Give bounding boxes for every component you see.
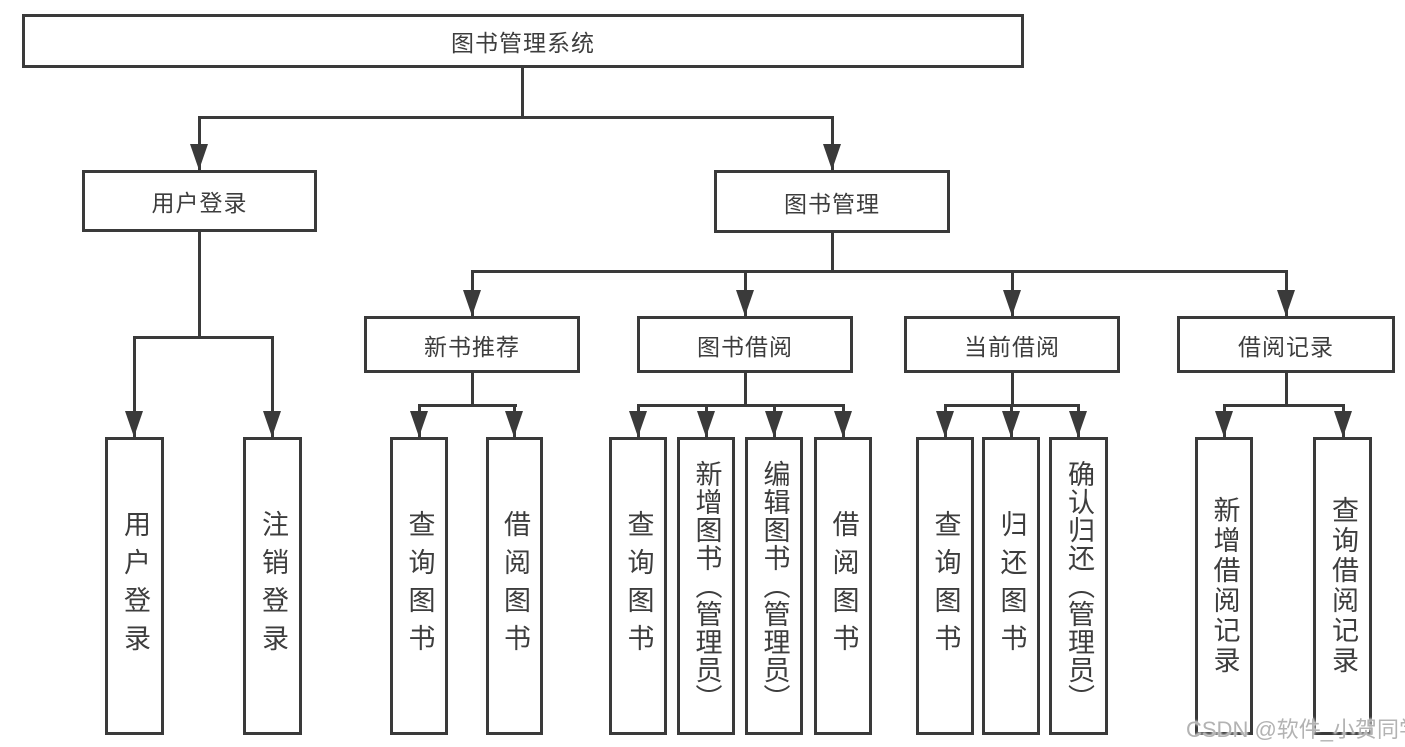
node-label: 新书推荐 [424,333,520,360]
leaf-user-login: 用户登录 [105,437,164,735]
node-label: 编辑图书（管理员） [759,460,790,712]
arrowhead-icon [823,144,841,170]
arrowhead-icon [736,290,754,316]
arrowhead-icon [263,411,281,437]
node-label: 借阅图书 [828,510,859,662]
csdn-watermark: CSDN @软件_小贺同学 [1186,717,1405,742]
arrowhead-icon [936,411,954,437]
node-label: 借阅记录 [1238,333,1334,360]
leaf-current-confirm-return-admin: 确认归还（管理员） [1049,437,1108,735]
arrowhead-icon [629,411,647,437]
arrowhead-icon [505,411,523,437]
arrowhead-icon [1215,411,1233,437]
connector-line [831,116,834,170]
connector-line [1285,373,1288,406]
arrowhead-icon [1277,290,1295,316]
connector-line [637,404,844,407]
connector-line [133,336,136,437]
leaf-newrec-query-books: 查询图书 [390,437,448,735]
arrowhead-icon [1003,290,1021,316]
arrowhead-icon [765,411,783,437]
node-borrow-records: 借阅记录 [1177,316,1395,373]
leaf-record-add-borrow-record: 新增借阅记录 [1195,437,1253,735]
node-label: 注销登录 [258,510,288,662]
connector-line [133,336,274,339]
node-new-book-recommend: 新书推荐 [364,316,580,373]
leaf-logout: 注销登录 [243,437,302,735]
arrowhead-icon [410,411,428,437]
node-label: 借阅图书 [500,510,530,662]
node-label: 查询图书 [623,510,654,662]
connector-line [1223,404,1344,407]
node-label: 查询图书 [404,510,435,662]
connector-line [1011,373,1014,406]
arrowhead-icon [1002,411,1020,437]
connector-line [418,404,517,407]
node-label: 图书管理系统 [451,30,595,56]
leaf-current-query-books: 查询图书 [916,437,974,735]
arrowhead-icon [463,290,481,316]
connector-line [471,373,474,406]
node-book-management: 图书管理 [714,170,950,233]
node-book-management-system: 图书管理系统 [22,14,1024,68]
node-label: 新增图书（管理员） [691,460,722,712]
connector-line [831,233,834,273]
node-label: 确认归还（管理员） [1064,460,1094,712]
arrowhead-icon [125,411,143,437]
node-label: 归还图书 [996,510,1027,662]
node-label: 用户登录 [151,190,248,216]
leaf-borrow-add-books-admin: 新增图书（管理员） [677,437,735,735]
arrowhead-icon [697,411,715,437]
connector-line [521,68,524,118]
arrowhead-icon [1069,411,1087,437]
arrowhead-icon [190,144,208,170]
leaf-borrow-query-books: 查询图书 [609,437,667,735]
node-book-borrowing: 图书借阅 [637,316,853,373]
node-current-borrowing: 当前借阅 [904,316,1120,373]
node-label: 用户登录 [120,510,150,662]
leaf-borrow-edit-books-admin: 编辑图书（管理员） [745,437,803,735]
leaf-current-return-books: 归还图书 [982,437,1040,735]
node-label: 图书借阅 [697,333,793,360]
connector-line [198,116,834,119]
leaf-borrow-borrow-books: 借阅图书 [814,437,872,735]
arrowhead-icon [834,411,852,437]
connector-line [198,116,201,170]
node-label: 查询借阅记录 [1328,496,1358,676]
node-label: 图书管理 [784,190,880,217]
node-user-login: 用户登录 [82,170,317,232]
arrowhead-icon [1334,411,1352,437]
node-label: 当前借阅 [964,333,1060,360]
leaf-newrec-borrow-books: 借阅图书 [486,437,543,735]
connector-line [744,373,747,406]
connector-line [198,232,201,338]
node-label: 查询图书 [930,510,961,662]
connector-line [271,336,274,437]
leaf-record-query-borrow-record: 查询借阅记录 [1313,437,1372,735]
node-label: 新增借阅记录 [1209,496,1240,676]
connector-line [471,270,1287,273]
